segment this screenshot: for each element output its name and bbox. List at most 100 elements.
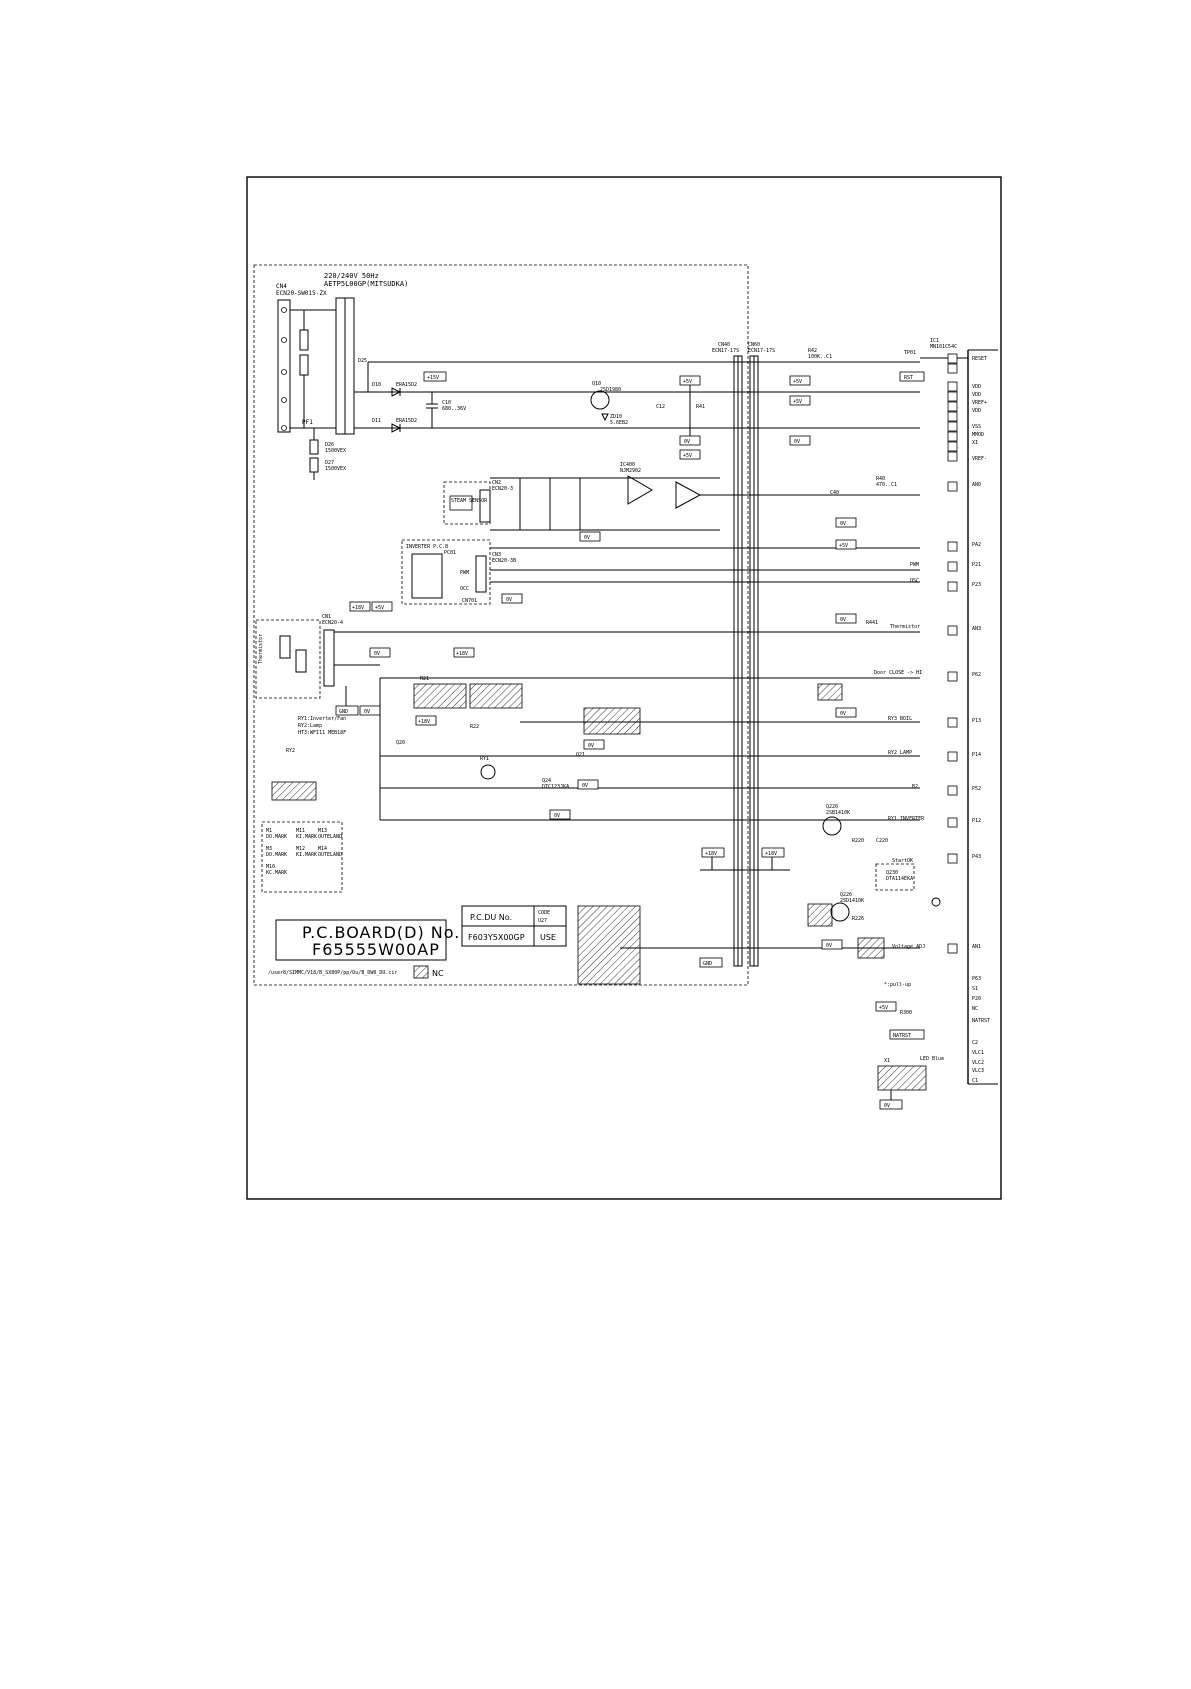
svg-text:MN101C54C: MN101C54C bbox=[930, 344, 957, 350]
net-0v-tag-3 bbox=[501, 593, 523, 604]
net-5v-tag-3 bbox=[371, 601, 393, 612]
svg-text:B2: B2 bbox=[912, 784, 918, 790]
net-5v-tag-2 bbox=[679, 449, 701, 460]
net-18v-tag-4 bbox=[701, 847, 725, 858]
svg-text:U27: U27 bbox=[538, 918, 547, 924]
svg-text:5.6EB2: 5.6EB2 bbox=[610, 420, 628, 426]
svg-text:DTC123JKA: DTC123JKA bbox=[542, 784, 569, 790]
svg-text:P14: P14 bbox=[972, 752, 981, 758]
cn1-connector bbox=[323, 629, 335, 687]
crystal-x1-hatched bbox=[877, 1065, 927, 1091]
svg-text:NJM2902: NJM2902 bbox=[620, 468, 641, 474]
fuse-pf2 bbox=[299, 354, 309, 376]
relay-ry2-coil-hatched bbox=[271, 781, 317, 801]
svg-text:C1: C1 bbox=[972, 1078, 978, 1084]
svg-text:NC: NC bbox=[972, 1006, 978, 1012]
svg-text:HT3:WFI11 MEB18F: HT3:WFI11 MEB18F bbox=[298, 730, 346, 736]
relay-ry2-hatched bbox=[469, 683, 523, 709]
fuse-pf1 bbox=[299, 329, 309, 351]
net-0v-tag-11 bbox=[835, 613, 857, 624]
svg-text:KI.MARK: KI.MARK bbox=[296, 834, 317, 840]
steam-sensor bbox=[449, 495, 473, 511]
natrst-tag bbox=[889, 1029, 925, 1040]
svg-text:0V: 0V bbox=[506, 597, 512, 603]
ic1-section: IC1 MN101C54C RESET VDD VDD VREF+ VDD VS… bbox=[789, 338, 998, 1110]
rst-tag bbox=[899, 371, 925, 382]
svg-text:AN0: AN0 bbox=[972, 482, 981, 488]
svg-text:NATRST: NATRST bbox=[972, 1018, 990, 1024]
net-5v-tag-6 bbox=[835, 539, 857, 550]
net-gnd-tag bbox=[335, 705, 359, 716]
svg-text:+18V: +18V bbox=[352, 605, 364, 611]
svg-text:0V: 0V bbox=[582, 783, 588, 789]
svg-text:GND: GND bbox=[703, 961, 712, 967]
board-number-box bbox=[275, 919, 447, 961]
svg-text:OCC: OCC bbox=[460, 586, 469, 592]
svg-text:MMOD: MMOD bbox=[972, 432, 984, 438]
svg-text:RY2: RY2 bbox=[286, 748, 295, 754]
sheet-border bbox=[246, 176, 1002, 1200]
transistor-q10 bbox=[590, 390, 610, 410]
net-18v-tag-3 bbox=[415, 715, 437, 726]
svg-text:VSS: VSS bbox=[972, 424, 981, 430]
q226-hatched-network bbox=[807, 903, 833, 927]
svg-text:R22: R22 bbox=[470, 724, 479, 730]
svg-text:VLC3: VLC3 bbox=[972, 1068, 984, 1074]
svg-text:C10: C10 bbox=[442, 400, 451, 406]
svg-text:D26: D26 bbox=[325, 442, 334, 448]
svg-text:R41: R41 bbox=[696, 404, 705, 410]
svg-text:PA2: PA2 bbox=[972, 542, 981, 548]
svg-text:D25: D25 bbox=[358, 358, 367, 364]
svg-text:0V: 0V bbox=[554, 813, 560, 819]
q230-outline bbox=[875, 863, 915, 891]
svg-text:M10: M10 bbox=[266, 864, 275, 870]
svg-text:M12: M12 bbox=[296, 846, 305, 852]
svg-text:+15V: +15V bbox=[427, 375, 439, 381]
diode-d11 bbox=[391, 423, 402, 433]
svg-text:0V: 0V bbox=[584, 535, 590, 541]
svg-text:P20: P20 bbox=[972, 996, 981, 1002]
cn4-pin-3 bbox=[281, 369, 287, 375]
supply-spec: 220/240V 50Hz bbox=[324, 272, 379, 280]
svg-text:Q220: Q220 bbox=[826, 804, 838, 810]
svg-text:0V: 0V bbox=[794, 439, 800, 445]
svg-text:CN3: CN3 bbox=[492, 552, 501, 558]
svg-text:+18V: +18V bbox=[456, 651, 468, 657]
svg-text:M3: M3 bbox=[266, 846, 272, 852]
test-point-4 bbox=[931, 897, 941, 907]
svg-text:+5V: +5V bbox=[683, 379, 692, 385]
svg-text:VDD: VDD bbox=[972, 384, 981, 390]
pcb-outline bbox=[253, 264, 749, 986]
svg-text:ZD10: ZD10 bbox=[610, 414, 622, 420]
steam-sensor-section: STEAM SENSOR CN2 ECN20-3 IC400 NJM2902 +… bbox=[443, 449, 920, 542]
nc-legend-swatch bbox=[413, 965, 429, 979]
svg-text:C40: C40 bbox=[830, 490, 839, 496]
net-0v-tag-6 bbox=[583, 739, 605, 750]
svg-text:+5V: +5V bbox=[793, 399, 802, 405]
cn2-connector bbox=[479, 489, 491, 523]
svg-text:M1: M1 bbox=[266, 828, 272, 834]
svg-text:0V: 0V bbox=[826, 943, 832, 949]
net-18v-tag-2 bbox=[453, 647, 475, 658]
opamp-ic400-b bbox=[675, 481, 702, 509]
net-0v-tag-2 bbox=[579, 531, 601, 542]
svg-text:RY2:Lamp: RY2:Lamp bbox=[298, 723, 322, 729]
svg-text:Q20: Q20 bbox=[396, 740, 405, 746]
svg-text:DTA114EKA: DTA114EKA bbox=[886, 876, 913, 882]
svg-text:OUTELAND: OUTELAND bbox=[318, 834, 342, 840]
relay-section: +18V R21 RY1:Inverter/Fan RY2:Lamp HT3:W… bbox=[271, 647, 920, 821]
svg-text:Thermistor: Thermistor bbox=[890, 624, 920, 630]
svg-text:VREF-: VREF- bbox=[972, 456, 987, 462]
net-15v-tag bbox=[423, 371, 447, 382]
svg-text:0V: 0V bbox=[840, 711, 846, 717]
svg-text:XI: XI bbox=[972, 440, 978, 446]
svg-text:0V: 0V bbox=[364, 709, 370, 715]
svg-text:0V: 0V bbox=[374, 651, 380, 657]
surge-absorber-d27 bbox=[309, 457, 319, 473]
svg-text:1500VEX: 1500VEX bbox=[325, 448, 346, 454]
thermistor-element-2 bbox=[295, 649, 307, 673]
svg-text:+18V: +18V bbox=[705, 851, 717, 857]
svg-text:R40: R40 bbox=[876, 476, 885, 482]
thermistor-outline bbox=[255, 619, 321, 699]
svg-text:DO.MARK: DO.MARK bbox=[266, 834, 287, 840]
